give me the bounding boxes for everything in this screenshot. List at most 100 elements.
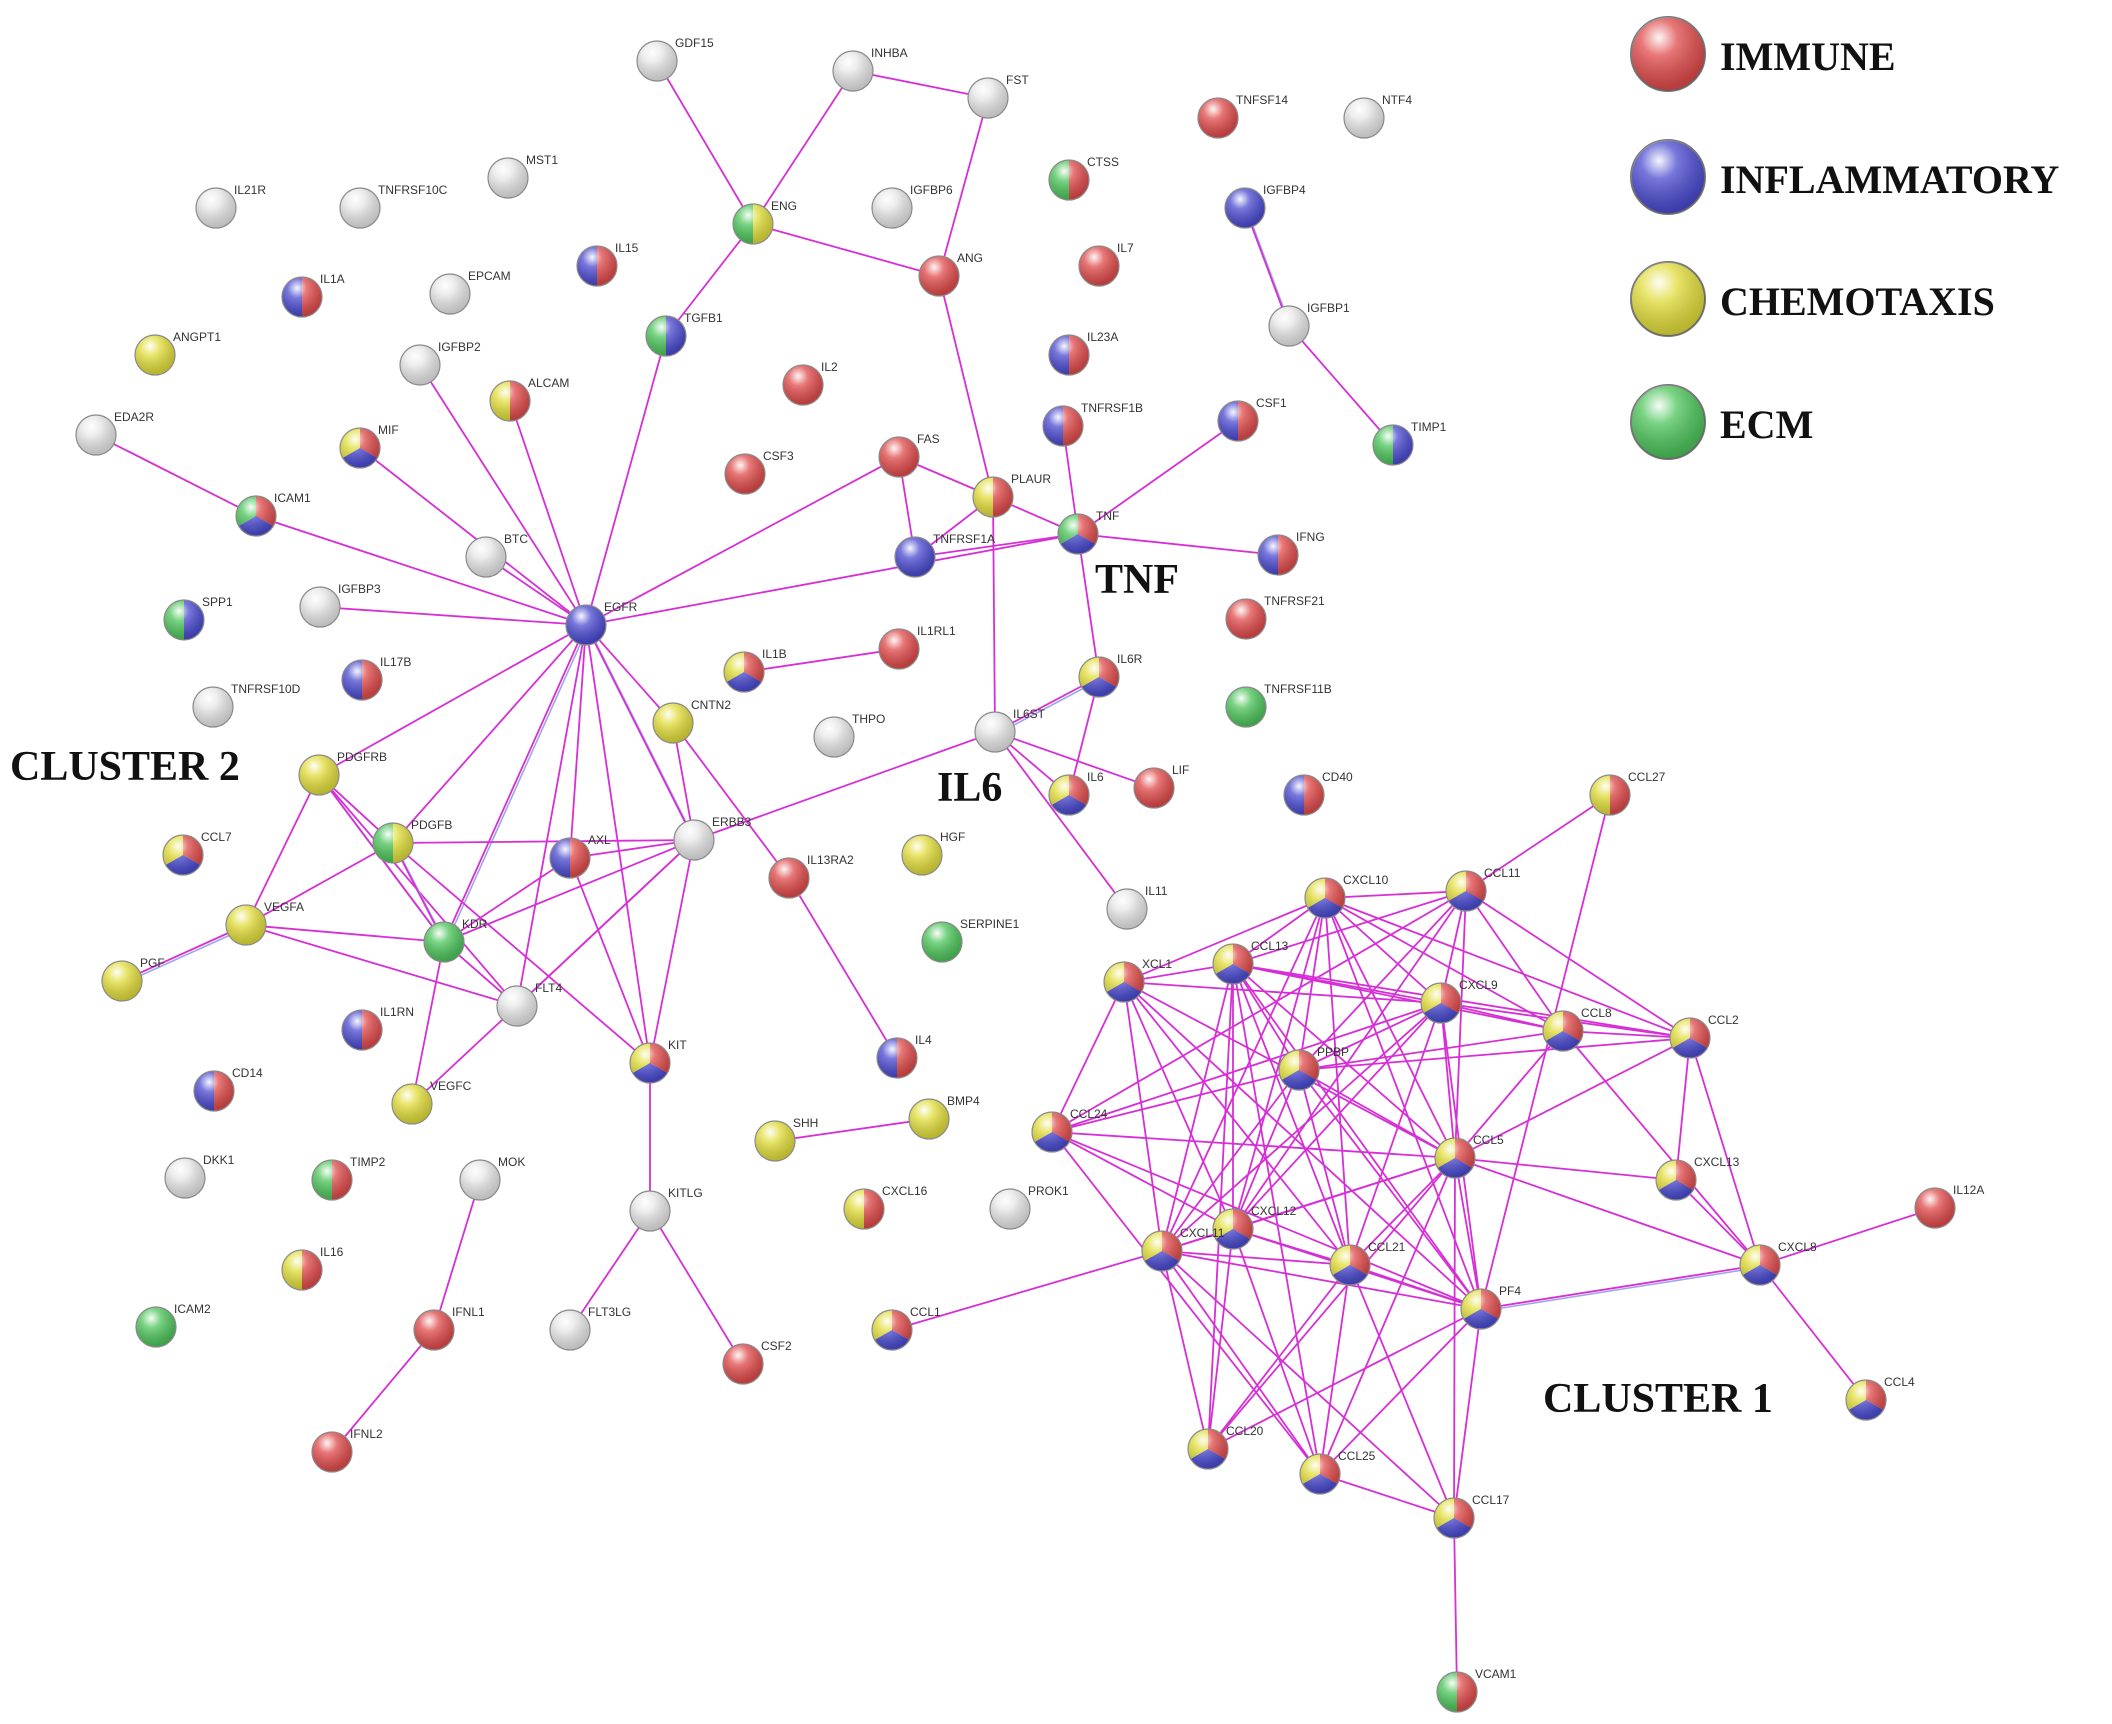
node-axl[interactable]: AXL bbox=[549, 833, 611, 879]
node-igfbp6[interactable]: IGFBP6 bbox=[871, 183, 953, 229]
node-il4[interactable]: IL4 bbox=[876, 1033, 932, 1079]
node-cxcl8[interactable]: CXCL8 bbox=[1739, 1240, 1817, 1286]
node-il6r[interactable]: IL6R bbox=[1078, 652, 1143, 698]
node-ccl1[interactable]: CCL1 bbox=[871, 1305, 941, 1351]
node-pdgfrb[interactable]: PDGFRB bbox=[298, 750, 387, 796]
node-xcl1[interactable]: XCL1 bbox=[1103, 957, 1172, 1003]
node-ccl7[interactable]: CCL7 bbox=[162, 830, 232, 876]
node-timp2[interactable]: TIMP2 bbox=[311, 1155, 386, 1201]
node-timp1[interactable]: TIMP1 bbox=[1372, 420, 1447, 466]
node-il6[interactable]: IL6 bbox=[1048, 770, 1104, 816]
node-pgf[interactable]: PGF bbox=[101, 956, 165, 1002]
node-eng[interactable]: ENG bbox=[732, 199, 797, 245]
node-il23a[interactable]: IL23A bbox=[1048, 330, 1118, 376]
node-ccl4[interactable]: CCL4 bbox=[1845, 1375, 1915, 1421]
node-ccl20[interactable]: CCL20 bbox=[1187, 1424, 1264, 1470]
node-ccl11[interactable]: CCL11 bbox=[1445, 866, 1521, 912]
node-tnfsf14[interactable]: TNFSF14 bbox=[1197, 93, 1288, 139]
node-cxcl12[interactable]: CXCL12 bbox=[1212, 1204, 1297, 1250]
node-il7[interactable]: IL7 bbox=[1078, 241, 1134, 287]
node-flt3lg[interactable]: FLT3LG bbox=[549, 1305, 631, 1351]
node-pf4[interactable]: PF4 bbox=[1460, 1284, 1521, 1330]
node-ang[interactable]: ANG bbox=[918, 251, 983, 297]
node-cxcl11[interactable]: CXCL11 bbox=[1141, 1226, 1225, 1272]
node-plaur[interactable]: PLAUR bbox=[972, 472, 1051, 518]
node-ctss[interactable]: CTSS bbox=[1048, 155, 1119, 201]
node-mok[interactable]: MOK bbox=[459, 1155, 525, 1201]
node-icam1[interactable]: ICAM1 bbox=[235, 491, 311, 537]
node-il12a[interactable]: IL12A bbox=[1914, 1183, 1984, 1229]
node-ifnl1[interactable]: IFNL1 bbox=[413, 1305, 485, 1351]
node-vegfa[interactable]: VEGFA bbox=[225, 900, 304, 946]
node-il1rl1[interactable]: IL1RL1 bbox=[878, 624, 956, 670]
node-cd14[interactable]: CD14 bbox=[193, 1066, 263, 1112]
node-vegfc[interactable]: VEGFC bbox=[391, 1079, 472, 1125]
node-tnfrsf1a[interactable]: TNFRSF1A bbox=[894, 532, 995, 578]
node-il17b[interactable]: IL17B bbox=[341, 655, 411, 701]
node-tnfrsf10d[interactable]: TNFRSF10D bbox=[192, 682, 301, 728]
node-shh[interactable]: SHH bbox=[754, 1116, 818, 1162]
node-icam2[interactable]: ICAM2 bbox=[135, 1302, 211, 1348]
node-angpt1[interactable]: ANGPT1 bbox=[134, 330, 221, 376]
node-cd40[interactable]: CD40 bbox=[1283, 770, 1353, 816]
node-ifng[interactable]: IFNG bbox=[1257, 530, 1325, 576]
node-igfbp4[interactable]: IGFBP4 bbox=[1224, 183, 1306, 229]
node-mif[interactable]: MIF bbox=[339, 423, 399, 469]
node-fas[interactable]: FAS bbox=[878, 432, 940, 478]
node-flt4[interactable]: FLT4 bbox=[496, 981, 562, 1027]
node-ccl25[interactable]: CCL25 bbox=[1299, 1449, 1376, 1495]
node-ppbp[interactable]: PPBP bbox=[1278, 1045, 1349, 1091]
node-csf2[interactable]: CSF2 bbox=[722, 1339, 792, 1385]
node-thpo[interactable]: THPO bbox=[813, 712, 885, 758]
node-ccl8[interactable]: CCL8 bbox=[1542, 1006, 1612, 1052]
node-il13ra2[interactable]: IL13RA2 bbox=[768, 853, 854, 899]
node-erbb3[interactable]: ERBB3 bbox=[673, 815, 752, 861]
node-kdr[interactable]: KDR bbox=[423, 917, 488, 963]
node-epcam[interactable]: EPCAM bbox=[429, 269, 511, 315]
node-tnfrsf21[interactable]: TNFRSF21 bbox=[1225, 594, 1325, 640]
node-hgf[interactable]: HGF bbox=[901, 830, 965, 876]
node-ccl27[interactable]: CCL27 bbox=[1589, 770, 1666, 816]
node-ntf4[interactable]: NTF4 bbox=[1343, 93, 1412, 139]
node-igfbp2[interactable]: IGFBP2 bbox=[399, 340, 481, 386]
node-btc[interactable]: BTC bbox=[465, 532, 528, 578]
node-tnf[interactable]: TNF bbox=[1057, 509, 1119, 555]
node-igfbp1[interactable]: IGFBP1 bbox=[1268, 301, 1350, 347]
node-csf1[interactable]: CSF1 bbox=[1217, 396, 1287, 442]
node-ccl21[interactable]: CCL21 bbox=[1329, 1240, 1406, 1286]
node-inhba[interactable]: INHBA bbox=[832, 46, 908, 92]
node-cxcl13[interactable]: CXCL13 bbox=[1655, 1155, 1740, 1201]
node-il1b[interactable]: IL1B bbox=[723, 647, 787, 693]
node-igfbp3[interactable]: IGFBP3 bbox=[299, 582, 381, 628]
node-kit[interactable]: KIT bbox=[629, 1038, 687, 1084]
node-cntn2[interactable]: CNTN2 bbox=[652, 698, 731, 744]
node-lif[interactable]: LIF bbox=[1133, 763, 1189, 809]
node-ccl2[interactable]: CCL2 bbox=[1669, 1013, 1739, 1059]
node-fst[interactable]: FST bbox=[967, 73, 1029, 119]
node-il21r[interactable]: IL21R bbox=[195, 183, 266, 229]
node-kitlg[interactable]: KITLG bbox=[629, 1186, 703, 1232]
node-il2[interactable]: IL2 bbox=[782, 360, 838, 406]
node-tnfrsf1b[interactable]: TNFRSF1B bbox=[1042, 401, 1143, 447]
node-cxcl9[interactable]: CXCL9 bbox=[1420, 978, 1498, 1024]
node-serpine1[interactable]: SERPINE1 bbox=[921, 917, 1020, 963]
node-egfr[interactable]: EGFR bbox=[565, 600, 638, 646]
node-eda2r[interactable]: EDA2R bbox=[75, 410, 154, 456]
node-ccl5[interactable]: CCL5 bbox=[1434, 1133, 1504, 1179]
node-tnfrsf10c[interactable]: TNFRSF10C bbox=[339, 183, 448, 229]
node-ccl17[interactable]: CCL17 bbox=[1433, 1493, 1510, 1539]
node-alcam[interactable]: ALCAM bbox=[489, 376, 569, 422]
node-bmp4[interactable]: BMP4 bbox=[908, 1094, 980, 1140]
node-vcam1[interactable]: VCAM1 bbox=[1436, 1667, 1517, 1713]
node-cxcl10[interactable]: CXCL10 bbox=[1304, 873, 1389, 919]
node-ccl13[interactable]: CCL13 bbox=[1212, 939, 1289, 985]
node-il16[interactable]: IL16 bbox=[281, 1245, 344, 1291]
node-tgfb1[interactable]: TGFB1 bbox=[645, 311, 723, 357]
node-csf3[interactable]: CSF3 bbox=[724, 449, 794, 495]
node-spp1[interactable]: SPP1 bbox=[163, 595, 233, 641]
node-il1rn[interactable]: IL1RN bbox=[341, 1005, 414, 1051]
node-il1a[interactable]: IL1A bbox=[281, 272, 345, 318]
node-cxcl16[interactable]: CXCL16 bbox=[843, 1184, 928, 1230]
node-ccl24[interactable]: CCL24 bbox=[1031, 1107, 1108, 1153]
node-pdgfb[interactable]: PDGFB bbox=[372, 818, 452, 864]
